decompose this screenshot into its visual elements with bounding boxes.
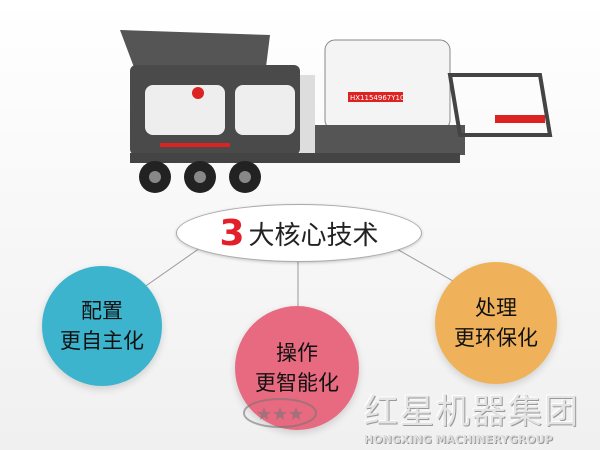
feature-line1: 处理	[475, 296, 517, 320]
watermark-brand-en: HONGXING MACHINERYGROUP	[364, 433, 553, 446]
feature-line1: 配置	[81, 299, 123, 323]
feature-circle-processing: 处理 更环保化	[435, 262, 557, 384]
feature-line2: 更智能化	[255, 371, 339, 395]
mobile-crusher-image: HX1154967Y10	[120, 30, 553, 193]
title-number: 3	[219, 212, 245, 254]
title-text: 大核心技术	[248, 220, 379, 251]
watermark-brand: 红星机器集团	[364, 392, 580, 432]
watermark-logo-icon	[243, 398, 317, 428]
feature-line2: 更环保化	[454, 326, 538, 350]
model-plate: HX1154967Y10	[350, 94, 404, 102]
title-ellipse: 3 大核心技术	[176, 204, 422, 262]
feature-line1: 操作	[276, 341, 318, 365]
feature-circle-config: 配置 更自主化	[42, 266, 162, 386]
feature-line2: 更自主化	[60, 329, 144, 353]
feature-circle-operation: 操作 更智能化	[235, 306, 359, 430]
